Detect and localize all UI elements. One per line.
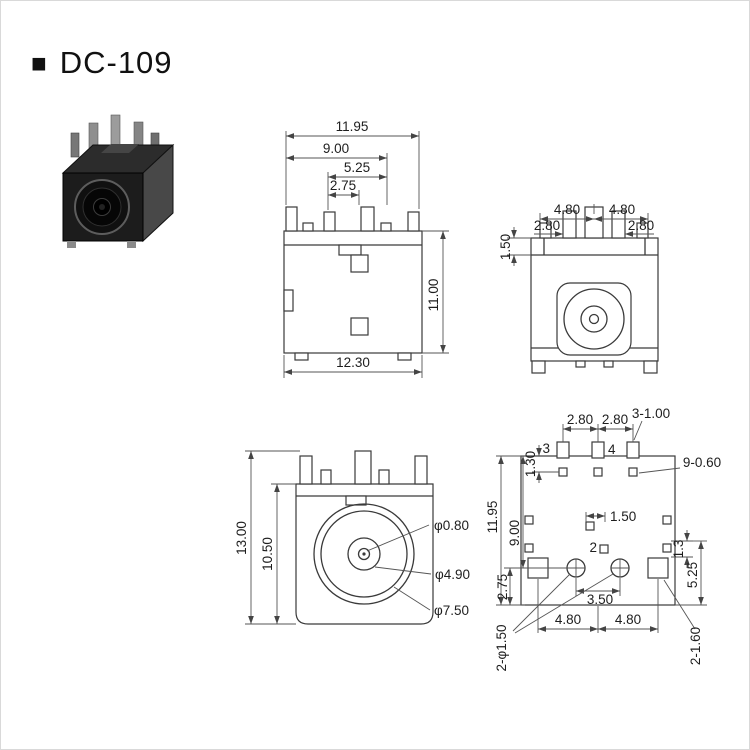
dim-2-80-right: 2.80 — [628, 218, 654, 233]
product-photo — [61, 114, 175, 248]
dim-13-00: 13.00 — [234, 521, 249, 555]
page-title: ■ DC-109 — [31, 45, 173, 81]
pcb-outline — [520, 441, 676, 606]
dim-1-50: 1.50 — [498, 234, 513, 260]
pcb-note-9-060: 9-0.60 — [683, 455, 721, 470]
face-view-dimensions: 13.00 10.50 φ0.80 φ4.90 φ7.50 — [234, 450, 470, 625]
dim-10-50: 10.50 — [260, 537, 275, 571]
pcb-dim-9-00: 9.00 — [507, 520, 522, 546]
pcb-dim-1-50: 1.50 — [610, 509, 636, 524]
side-view-dimensions: 4.80 4.80 2.80 2.80 1.50 — [498, 202, 654, 266]
pcb-dimensions: 2.80 2.80 3-1.00 3 4 9-0.60 1.30 — [485, 406, 721, 672]
pcb-dim-2-75: 2.75 — [495, 574, 510, 600]
dim-11-00: 11.00 — [426, 279, 441, 312]
pcb-dim-1-3: 1.3 — [671, 540, 686, 559]
pcb-pin-3: 3 — [542, 441, 550, 456]
dia-4-90: φ4.90 — [435, 567, 470, 582]
face-view-outline — [295, 450, 434, 625]
pcb-note-2-phi-150: 2-φ1.50 — [494, 624, 509, 671]
pcb-footprint-drawing: 2.80 2.80 3-1.00 3 4 9-0.60 1.30 — [485, 406, 721, 672]
dia-7-50: φ7.50 — [434, 603, 469, 618]
side-view-outline — [530, 206, 659, 374]
dim-9-00: 9.00 — [323, 141, 349, 156]
dim-5-25: 5.25 — [344, 160, 370, 175]
side-view-drawing: 4.80 4.80 2.80 2.80 1.50 — [498, 202, 659, 374]
dim-12-30: 12.30 — [336, 355, 370, 370]
pcb-pin-2: 2 — [589, 540, 597, 555]
pcb-dim-2-80-left: 2.80 — [567, 412, 593, 427]
front-view-drawing: 11.95 9.00 5.25 2.75 11.00 12.30 — [283, 119, 449, 378]
dia-0-80: φ0.80 — [434, 518, 469, 533]
title-bullet-icon: ■ — [31, 48, 47, 78]
dim-2-80-left: 2.80 — [534, 218, 560, 233]
pcb-dim-4-80-right: 4.80 — [615, 612, 641, 627]
part-number: DC-109 — [59, 45, 173, 80]
dim-11-95: 11.95 — [336, 119, 369, 134]
pcb-dim-11-95: 11.95 — [485, 501, 500, 534]
dim-4-80-right: 4.80 — [609, 202, 635, 217]
pcb-dim-3-50: 3.50 — [587, 592, 613, 607]
face-view-drawing: 13.00 10.50 φ0.80 φ4.90 φ7.50 — [234, 450, 470, 625]
pcb-dim-1-30: 1.30 — [523, 451, 538, 477]
pcb-pin-4: 4 — [608, 442, 616, 457]
dim-2-75: 2.75 — [330, 178, 356, 193]
dim-4-80-left: 4.80 — [554, 202, 580, 217]
pcb-note-2-160: 2-1.60 — [688, 627, 703, 665]
pcb-dim-5-25: 5.25 — [685, 562, 700, 588]
pcb-dim-2-80-right: 2.80 — [602, 412, 628, 427]
front-view-dimensions: 11.95 9.00 5.25 2.75 11.00 12.30 — [283, 119, 449, 378]
pcb-note-3-100: 3-1.00 — [632, 406, 670, 421]
pcb-dim-4-80-left: 4.80 — [555, 612, 581, 627]
front-view-outline — [283, 206, 423, 361]
